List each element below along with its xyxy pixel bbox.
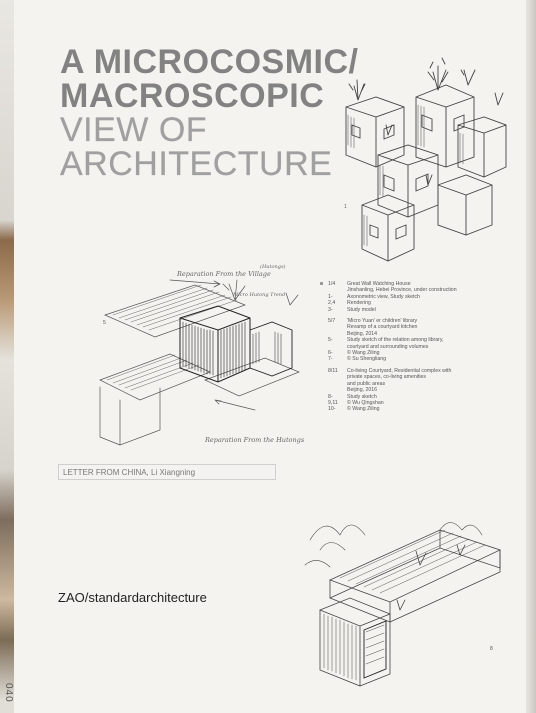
sketch-micro-yuan-library: Reparation From the Village (Hutongs) Mi… <box>99 263 305 446</box>
figure-label-1: 1 <box>344 204 347 210</box>
letter-from-china-label: LETTER FROM CHINA, Li Xiangning <box>58 464 276 480</box>
caption-row: 9,11© Wu Qingshan <box>328 399 384 406</box>
caption-row: Revamp of a courtyard kitchen <box>347 324 418 331</box>
caption-row: 7-© Su Shengliang <box>328 356 387 363</box>
caption-row: 5/7'Micro Yuan' er children' library <box>328 318 418 325</box>
architect-name: ZAO/standardarchitecture <box>58 590 207 605</box>
caption-group-2: 5/7'Micro Yuan' er children' library Rev… <box>328 318 518 363</box>
figure-label-8: 8 <box>490 646 493 652</box>
caption-row: 8-Study sketch <box>328 393 377 400</box>
caption-row: 5-Study sketch of the relation among lib… <box>328 337 444 344</box>
annotation-reparation-hutongs: Reparation From the Hutongs <box>204 436 305 444</box>
figure-label-5: 5 <box>103 320 106 326</box>
caption-row: 10-© Wang Ziling <box>328 406 380 413</box>
title-line-2: MACROSCOPIC <box>60 77 325 115</box>
annotation-hutongs: (Hutongs) <box>260 263 286 270</box>
annotation-micro-hutong: Micro Hutong Trend <box>232 292 285 298</box>
article-title: A MICROCOSMIC/ MACROSCOPIC VIEW OF ARCHI… <box>60 45 359 181</box>
sketch-co-living-courtyard: 8 <box>304 522 502 687</box>
caption-row: private spaces, co-living amenities <box>347 374 427 381</box>
title-line-3: VIEW OF <box>60 111 208 149</box>
caption-row: Beijing, 2016 <box>347 387 377 394</box>
title-line-4: ARCHITECTURE <box>60 145 333 183</box>
page-edge-right <box>526 0 536 713</box>
caption-row: 1-Axonometric view, Study sketch <box>328 293 420 300</box>
caption-bullet <box>320 282 323 285</box>
caption-row: 3-Study model <box>328 306 376 313</box>
page-number: 040 <box>3 683 14 703</box>
caption-row: 6-© Wang Ziling <box>328 350 380 357</box>
caption-row: Jinshanling, Hebei Province, under const… <box>347 287 457 294</box>
caption-row: and public areas <box>347 380 386 387</box>
page-edge-left <box>0 0 14 713</box>
sketch-great-wall-house: 1 <box>344 57 507 262</box>
title-line-1: A MICROCOSMIC/ <box>60 43 359 81</box>
annotation-reparation-village: Reparation From the Village <box>176 270 271 278</box>
caption-row: Beijing, 2014 <box>347 330 377 337</box>
caption-row: courtyard and surrounding volumes <box>347 343 429 350</box>
